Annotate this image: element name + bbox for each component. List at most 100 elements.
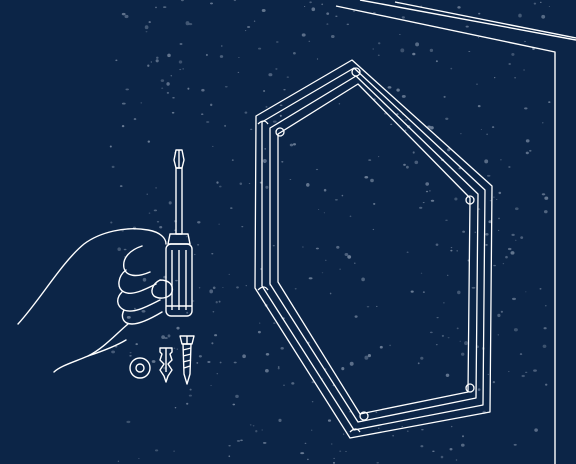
speckle	[245, 30, 246, 31]
speckle	[187, 88, 189, 90]
speckle	[456, 250, 458, 251]
speckle	[364, 176, 368, 179]
speckle	[169, 201, 172, 204]
speckle	[534, 428, 538, 431]
speckle	[302, 33, 306, 36]
speckle	[450, 448, 453, 450]
speckle	[290, 144, 293, 147]
speckle	[326, 23, 328, 25]
speckle	[496, 199, 497, 200]
speckle	[444, 96, 446, 98]
speckle	[342, 195, 344, 197]
speckle	[232, 404, 235, 406]
speckle	[335, 199, 338, 201]
speckle	[364, 356, 368, 360]
speckle	[325, 260, 327, 261]
speckle	[179, 60, 182, 63]
speckle	[370, 179, 374, 182]
speckle	[316, 169, 318, 170]
speckle	[378, 42, 380, 44]
speckle	[176, 327, 179, 330]
speckle	[281, 161, 283, 163]
speckle	[485, 244, 488, 246]
speckle	[396, 89, 399, 92]
speckle	[412, 53, 415, 56]
speckle	[548, 101, 550, 103]
speckle	[152, 360, 156, 363]
speckle	[350, 216, 352, 218]
speckle	[441, 456, 444, 459]
speckle	[420, 357, 423, 360]
speckle	[253, 425, 255, 426]
speckle	[210, 2, 213, 4]
speckle	[189, 23, 193, 25]
speckle	[545, 384, 547, 386]
speckle	[339, 451, 341, 452]
speckle	[265, 186, 268, 189]
speckle	[293, 143, 296, 145]
speckle	[333, 458, 334, 459]
speckle	[166, 82, 169, 86]
speckle	[406, 166, 409, 169]
speckle	[436, 317, 438, 318]
speckle	[436, 244, 439, 246]
speckle	[367, 306, 370, 307]
speckle	[508, 371, 509, 372]
speckle	[400, 48, 404, 52]
speckle	[485, 233, 488, 236]
speckle	[149, 213, 151, 214]
speckle	[221, 45, 222, 46]
speckle	[275, 68, 277, 69]
speckle	[515, 207, 519, 210]
speckle	[476, 83, 478, 85]
speckle	[273, 120, 277, 122]
speckle	[143, 278, 147, 282]
speckle	[461, 444, 465, 447]
speckle	[478, 105, 481, 107]
speckle	[498, 334, 499, 335]
speckle	[118, 461, 119, 462]
speckle	[222, 287, 224, 288]
speckle	[414, 161, 418, 164]
speckle	[322, 272, 323, 273]
speckle	[122, 103, 126, 105]
speckle	[508, 248, 512, 250]
speckle	[117, 247, 121, 251]
speckle	[498, 230, 499, 231]
speckle	[122, 125, 124, 127]
speckle	[266, 353, 269, 356]
speckle	[280, 115, 282, 117]
speckle	[445, 220, 448, 221]
speckle	[388, 86, 392, 89]
speckle	[156, 57, 159, 59]
speckle	[258, 331, 261, 333]
speckle	[147, 194, 148, 195]
speckle	[230, 207, 233, 209]
speckle	[135, 343, 137, 345]
speckle	[542, 122, 543, 123]
speckle	[354, 263, 356, 264]
speckle	[500, 159, 502, 160]
speckle	[430, 332, 433, 334]
speckle	[293, 52, 296, 55]
speckle	[462, 435, 464, 437]
speckle	[503, 263, 504, 264]
speckle	[368, 354, 371, 357]
speckle	[168, 334, 171, 337]
speckle	[419, 207, 422, 209]
speckle	[544, 210, 548, 213]
speckle	[445, 118, 448, 120]
speckle	[122, 13, 126, 15]
speckle	[420, 445, 423, 447]
speckle	[302, 246, 304, 247]
speckle	[209, 289, 213, 293]
speckle	[258, 48, 261, 50]
speckle	[212, 146, 214, 147]
speckle	[290, 179, 292, 180]
speckle	[497, 314, 500, 317]
speckle	[232, 159, 234, 161]
speckle	[250, 129, 252, 130]
speckle	[373, 229, 375, 230]
speckle	[508, 63, 511, 65]
speckle	[460, 133, 462, 134]
